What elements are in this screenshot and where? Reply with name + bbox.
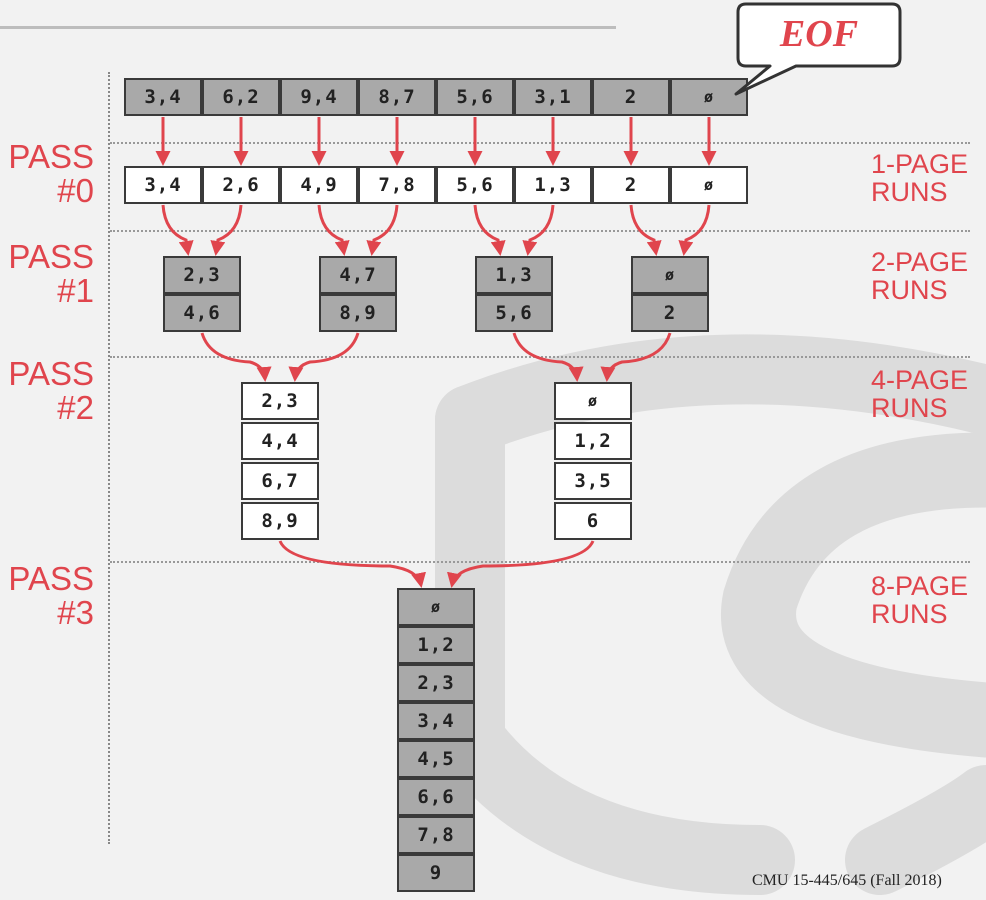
one-page-run: 1,3 [514,166,592,204]
one-page-run: 4,9 [280,166,358,204]
four-page-run-page: 4,4 [241,422,319,460]
two-page-run-page: 2 [631,294,709,332]
pass-label-3: PASS#3 [8,560,94,631]
input-page: 3,4 [124,78,202,116]
footer-course: CMU 15-445/645 (Fall 2018) [752,872,942,889]
eight-page-run-page: 6,6 [397,778,475,816]
eof-callout: EOF [734,2,902,96]
four-page-run-page: 1,2 [554,422,632,460]
input-page: 5,6 [436,78,514,116]
eight-page-run-page: 3,4 [397,702,475,740]
one-page-run: 2 [592,166,670,204]
pass-label-2: PASS#2 [8,355,94,426]
two-page-run-page: 5,6 [475,294,553,332]
two-page-run-page: ø [631,256,709,294]
four-page-run-page: 2,3 [241,382,319,420]
one-page-run: 7,8 [358,166,436,204]
one-page-run: 3,4 [124,166,202,204]
eight-page-run-page: ø [397,588,475,626]
input-page: 8,7 [358,78,436,116]
one-page-run: ø [670,166,748,204]
eight-page-run-page: 2,3 [397,664,475,702]
pass-divider-1 [110,230,970,232]
four-page-run-page: 3,5 [554,462,632,500]
four-page-run-page: 6 [554,502,632,540]
one-page-run: 5,6 [436,166,514,204]
input-page: 2 [592,78,670,116]
input-page: 9,4 [280,78,358,116]
eight-page-run-page: 9 [397,854,475,892]
speech-bubble-icon [734,2,902,96]
pass-divider-0 [110,142,970,144]
two-page-run-page: 4,7 [319,256,397,294]
four-page-run-page: 6,7 [241,462,319,500]
two-page-run-page: 4,6 [163,294,241,332]
eight-page-run-page: 1,2 [397,626,475,664]
one-page-run: 2,6 [202,166,280,204]
four-page-run-page: ø [554,382,632,420]
eight-page-run-page: 7,8 [397,816,475,854]
input-page: ø [670,78,748,116]
input-page: 6,2 [202,78,280,116]
two-page-run-page: 1,3 [475,256,553,294]
eight-page-run-page: 4,5 [397,740,475,778]
pass-label-0: PASS#0 [8,138,94,209]
title-underline [0,26,616,29]
eof-label: EOF [779,13,859,55]
two-page-run-page: 8,9 [319,294,397,332]
four-page-run-page: 8,9 [241,502,319,540]
two-page-run-page: 2,3 [163,256,241,294]
pass-divider-vertical [108,72,110,844]
input-page: 3,1 [514,78,592,116]
pass-label-1: PASS#1 [8,238,94,309]
